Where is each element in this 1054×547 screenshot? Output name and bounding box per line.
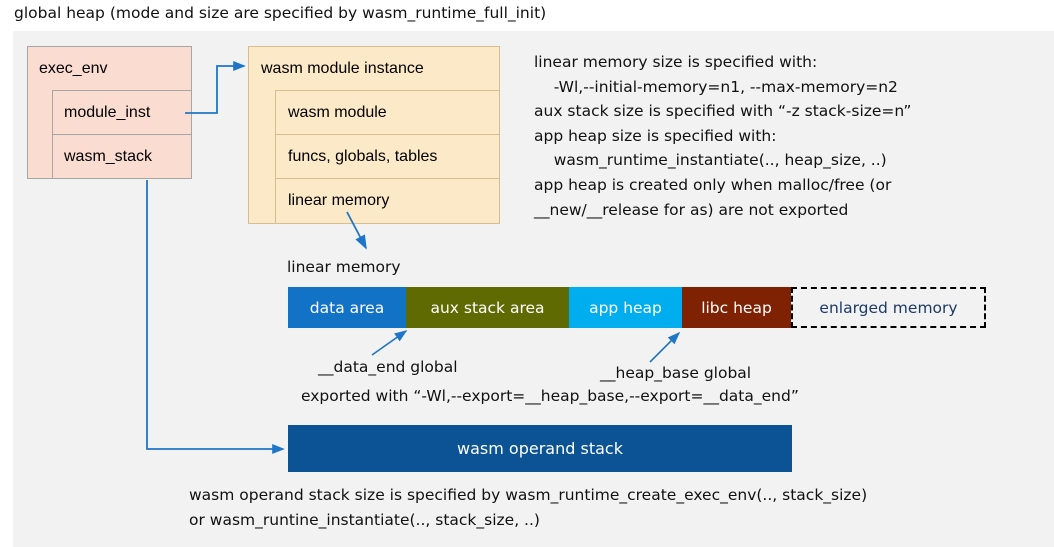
wasm-module-instance-header: wasm module instance [248,46,500,91]
exec-env-header: exec_env [27,46,192,91]
module-instance-field-funcs-globals-tables-label: funcs, globals, tables [288,147,438,165]
exec-env-gutter [27,90,53,179]
wasm-module-instance-header-label: wasm module instance [261,59,424,77]
memory-segment-app-heap: app heap [569,287,682,328]
linear-memory-caption: linear memory [287,258,401,276]
exec-env-field-module-inst-label: module_inst [64,103,151,121]
exec-env-field-module-inst: module_inst [52,90,192,135]
linear-memory-bar: data area aux stack area app heap libc heap… [288,287,986,328]
wasm-module-instance-box: wasm module instance wasm module funcs, … [248,46,500,224]
module-instance-field-linear-memory-label: linear memory [288,192,390,209]
wasm-module-instance-gutter [248,90,276,224]
memory-segment-label: aux stack area [430,298,545,317]
module-instance-field-wasm-module: wasm module [275,90,500,135]
memory-segment-enlarged-memory: enlarged memory [791,287,986,328]
exec-env-field-wasm-stack-label: wasm_stack [64,147,153,165]
memory-segment-label: app heap [589,298,662,317]
configuration-notes: linear memory size is specified with: -W… [534,53,912,219]
annotation-data-end: __data_end global [318,358,458,376]
operand-stack-note: wasm operand stack size is specified by … [189,486,868,529]
memory-segment-aux-stack-area: aux stack area [406,287,569,328]
memory-segment-label: enlarged memory [819,298,958,317]
module-instance-field-linear-memory: linear memory [275,178,500,224]
diagram-title: global heap (mode and size are specified… [14,4,547,22]
module-instance-field-funcs-globals-tables: funcs, globals, tables [275,134,500,179]
exec-env-field-wasm-stack: wasm_stack [52,134,192,179]
exec-env-box: exec_env module_inst wasm_stack [27,46,192,179]
memory-segment-libc-heap: libc heap [682,287,791,328]
module-instance-field-wasm-module-label: wasm module [288,103,387,121]
wasm-operand-stack-bar: wasm operand stack [288,425,792,472]
exec-env-header-label: exec_env [39,59,108,77]
wasm-operand-stack-label: wasm operand stack [457,439,623,458]
memory-segment-label: libc heap [701,298,772,317]
memory-segment-data-area: data area [288,287,406,328]
annotation-heap-base: __heap_base global [600,364,752,382]
memory-segment-label: data area [309,298,385,317]
annotation-export-flags: exported with “-Wl,--export=__heap_base,… [301,387,799,405]
